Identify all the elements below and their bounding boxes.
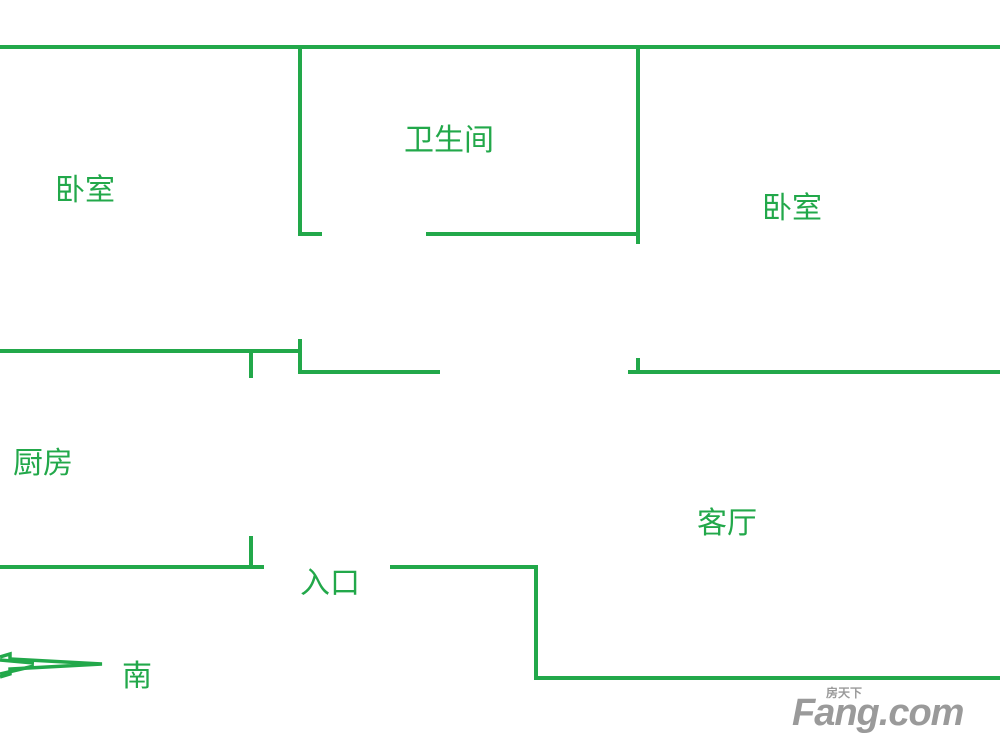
room-label-entrance: 入口 xyxy=(300,566,360,601)
room-label-bedroom-left: 卧室 xyxy=(55,173,115,208)
watermark-brand: Fang.com xyxy=(792,692,964,734)
room-label-bathroom: 卫生间 xyxy=(404,123,494,158)
watermark-chinese: 房天下 xyxy=(826,686,863,700)
arrow-right-icon xyxy=(0,651,103,679)
room-label-living-room: 客厅 xyxy=(697,506,757,541)
watermark-logo: 房天下 Fang.com xyxy=(792,686,982,736)
room-label-bedroom-right: 卧室 xyxy=(762,191,822,226)
compass-label-south: 南 xyxy=(122,659,152,694)
room-label-kitchen: 厨房 xyxy=(13,446,73,481)
